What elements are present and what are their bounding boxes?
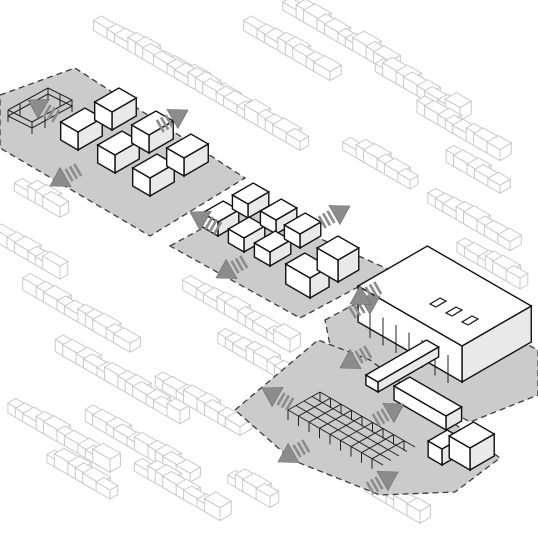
context-building bbox=[95, 476, 119, 500]
roof-window-2 bbox=[444, 306, 464, 317]
context-building bbox=[255, 482, 280, 509]
move-arrow-icon bbox=[189, 211, 223, 235]
walkway-bridge bbox=[364, 339, 441, 394]
market-block-3-roof bbox=[96, 130, 141, 156]
movement-arrows-layer bbox=[27, 99, 405, 495]
market-block-6-roof bbox=[165, 133, 210, 159]
context-building bbox=[486, 171, 512, 195]
context-building bbox=[41, 190, 70, 219]
pavilion-b-roof bbox=[315, 235, 361, 261]
modular-unit-2 bbox=[231, 182, 271, 220]
move-arrow-icon bbox=[371, 403, 405, 427]
modular-unit-3-roof bbox=[227, 216, 267, 239]
market-block-2-roof bbox=[93, 87, 138, 113]
context-building bbox=[406, 497, 432, 525]
context-building bbox=[112, 327, 142, 354]
move-arrow-icon bbox=[261, 387, 295, 411]
move-arrow-icon bbox=[155, 109, 189, 133]
move-arrow-icon bbox=[277, 439, 311, 463]
context-building bbox=[505, 264, 529, 290]
market-block-5 bbox=[131, 153, 176, 198]
move-arrow-icon bbox=[49, 163, 83, 187]
walkway-ramp bbox=[392, 376, 463, 432]
modular-unit-5 bbox=[253, 230, 293, 268]
market-block-1-roof bbox=[59, 107, 104, 133]
context-building bbox=[203, 491, 233, 522]
walkway-bridge-roof bbox=[364, 339, 441, 383]
gate-block-b bbox=[447, 421, 496, 472]
context-buildings-layer bbox=[0, 0, 529, 525]
main-hall-roof bbox=[356, 245, 533, 347]
modular-unit-2-roof bbox=[231, 182, 271, 205]
pavilion-b bbox=[315, 235, 361, 284]
main-hall bbox=[356, 245, 533, 384]
context-building bbox=[396, 167, 419, 190]
roof-window-3 bbox=[460, 315, 480, 326]
roof-window-1 bbox=[428, 297, 448, 308]
context-building bbox=[486, 135, 513, 162]
modular-unit-6 bbox=[283, 212, 323, 250]
market-block-3 bbox=[96, 130, 141, 175]
market-block-1 bbox=[59, 107, 104, 152]
move-arrow-icon bbox=[317, 205, 351, 229]
move-arrow-icon bbox=[27, 99, 61, 123]
context-building bbox=[312, 55, 343, 82]
move-arrow-icon bbox=[349, 281, 383, 305]
modular-unit-6-roof bbox=[283, 212, 323, 235]
modular-unit-4-roof bbox=[259, 198, 299, 221]
market-block-6 bbox=[165, 133, 210, 178]
move-arrow-icon bbox=[365, 471, 399, 495]
move-arrow-icon bbox=[339, 345, 373, 369]
walkway-ramp-roof bbox=[392, 376, 463, 417]
open-stalls-canopy bbox=[287, 391, 416, 469]
context-building bbox=[285, 127, 310, 152]
move-arrow-icon bbox=[215, 255, 249, 279]
modular-unit-5-roof bbox=[253, 230, 293, 253]
context-building bbox=[496, 227, 523, 252]
modular-unit-3 bbox=[227, 216, 267, 254]
context-building bbox=[41, 250, 69, 280]
gate-block-b-roof bbox=[447, 421, 496, 449]
context-building bbox=[272, 323, 302, 354]
market-block-2 bbox=[93, 87, 138, 132]
context-building bbox=[91, 442, 122, 474]
context-building bbox=[166, 397, 191, 425]
proposed-buildings-layer bbox=[7, 87, 533, 472]
market-block-5-roof bbox=[131, 153, 176, 179]
